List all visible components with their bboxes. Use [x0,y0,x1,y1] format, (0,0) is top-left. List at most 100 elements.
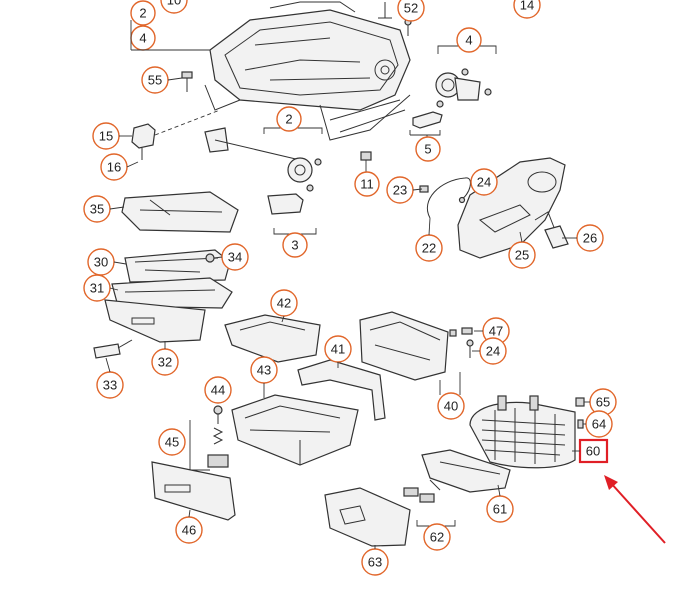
callout-25: 25 [508,241,536,269]
trim-panel-32 [104,299,206,343]
svg-text:60: 60 [586,444,600,459]
connectors-62 [403,479,456,530]
release-handle-5 [409,100,444,141]
frame-31 [111,277,233,309]
svg-text:63: 63 [368,555,382,570]
svg-text:33: 33 [103,378,117,393]
seat-frame [204,1,411,141]
svg-text:65: 65 [596,395,610,410]
bolts-47-24 [449,327,474,358]
callout-44: 44 [204,376,232,404]
svg-text:61: 61 [493,502,507,517]
callout-63: 63 [361,548,389,576]
svg-text:22: 22 [422,241,436,256]
screw-44 [213,405,223,424]
frame-30 [124,249,231,283]
callout-4: 4 [456,27,482,53]
svg-text:32: 32 [158,355,172,370]
bottom-panel-46 [151,461,236,521]
callout-52: 52 [397,0,425,22]
callout-11: 11 [354,171,380,197]
nut-34 [205,253,215,263]
callout-16: 16 [100,153,128,181]
svg-text:43: 43 [257,363,271,378]
callout-35: 35 [83,195,111,223]
svg-text:23: 23 [393,183,407,198]
tray-61 [421,449,511,493]
callout-2: 2 [130,0,156,26]
lever-33 [93,339,133,359]
housing-40 [359,311,461,395]
callout-64: 64 [585,410,613,438]
gear-motor-4 [435,40,497,101]
callout-62: 62 [423,523,451,551]
side-trim-25 [457,157,566,259]
callout-40: 40 [437,392,465,420]
svg-text:62: 62 [430,530,444,545]
callout-42: 42 [270,289,298,317]
callout-4: 4 [130,25,156,51]
svg-text:3: 3 [291,238,298,253]
svg-text:64: 64 [592,417,606,432]
tray-42 [224,314,321,363]
svg-text:46: 46 [182,523,196,538]
grille-60 [469,395,585,469]
svg-text:16: 16 [107,160,121,175]
callout-15: 15 [92,122,120,150]
callout-26: 26 [576,224,604,252]
cushion-block-3 [267,193,317,238]
svg-text:30: 30 [94,255,108,270]
callout-22: 22 [415,234,443,262]
callout-55: 55 [141,66,169,94]
svg-text:11: 11 [360,177,374,192]
svg-text:5: 5 [424,142,431,157]
svg-text:15: 15 [99,129,113,144]
switch-15 [131,109,221,160]
svg-text:42: 42 [277,296,291,311]
adjuster-linkage-2 [204,122,323,192]
callout-33: 33 [96,371,124,399]
panel-63 [324,487,411,547]
svg-text:25: 25 [515,248,529,263]
callout-61: 61 [486,495,514,523]
leader-lines [105,20,590,549]
base-tray-43 [231,394,359,466]
svg-text:2: 2 [139,6,146,21]
callout-30: 30 [87,248,115,276]
clip-11 [360,151,372,174]
svg-text:24: 24 [477,175,491,190]
callout-32: 32 [151,348,179,376]
svg-text:4: 4 [139,31,146,46]
svg-text:35: 35 [90,202,104,217]
bolt-55 [181,71,193,92]
svg-text:31: 31 [90,281,104,296]
callout-3: 3 [282,232,308,258]
callout-23: 23 [386,176,414,204]
svg-text:2: 2 [285,112,292,127]
cushion-pad-35 [121,191,239,233]
callout-24: 24 [470,168,498,196]
callouts: 2 10 52 14 4 4 55 2 15 5 16 11 23 24 35 … [83,0,617,576]
svg-text:26: 26 [583,231,597,246]
callout-41: 41 [324,335,352,363]
callout-34: 34 [221,243,249,271]
spring-45 [189,420,229,471]
svg-text:47: 47 [489,324,503,339]
callout-43: 43 [250,356,278,384]
callout-10: 10 [160,0,188,14]
svg-text:44: 44 [211,383,225,398]
callout-14: 14 [513,0,541,19]
callout-45: 45 [158,428,186,456]
knob-26 [544,225,569,249]
svg-text:40: 40 [444,399,458,414]
svg-text:45: 45 [165,435,179,450]
red-arrow [604,475,666,544]
svg-text:14: 14 [520,0,534,13]
callout-2: 2 [276,106,302,132]
callout-5: 5 [415,136,441,162]
svg-text:4: 4 [465,33,472,48]
callout-24: 24 [479,337,507,365]
svg-text:41: 41 [331,342,345,357]
svg-text:24: 24 [486,344,500,359]
